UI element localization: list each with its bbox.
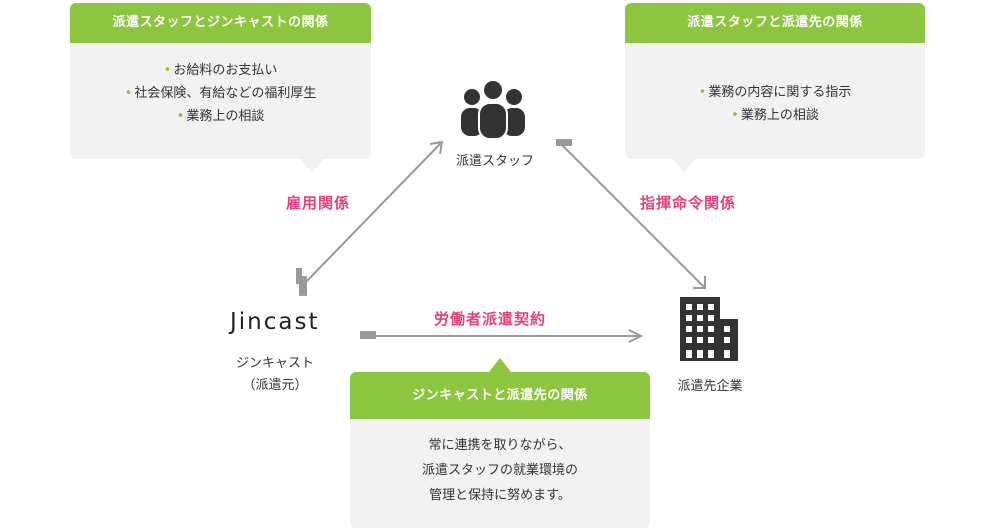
list-item: •業務上の相談: [731, 108, 819, 123]
bullet-icon: •: [731, 108, 739, 123]
bullet-icon: •: [698, 85, 707, 100]
card-text-line: 派遣スタッフの就業環境の: [421, 463, 578, 478]
card-title: 派遣スタッフとジンキャストの関係: [70, 3, 371, 43]
employment-arrow-stub: [296, 268, 302, 284]
employment-arrow: [299, 140, 444, 296]
list-item: •業務の内容に関する指示: [698, 85, 852, 100]
card-text-line: 管理と保持に努めます。: [429, 488, 571, 503]
card-staff-jincast: 派遣スタッフとジンキャストの関係 •お給料のお支払い •社会保険、有給などの福利…: [70, 3, 371, 173]
relation-contract: 労働者派遣契約: [434, 310, 547, 328]
card-pointer: [673, 159, 695, 173]
relation-employment: 雇用関係: [286, 194, 351, 212]
node-label: 派遣先企業: [677, 379, 743, 394]
card-title: ジンキャストと派遣先の関係: [350, 372, 650, 419]
bullet-icon: •: [163, 63, 172, 78]
card-pointer: [301, 159, 323, 173]
jincast-label: ジンキャスト: [235, 356, 314, 371]
jincast-logo: Jincast: [230, 309, 320, 335]
card-staff-client: 派遣スタッフと派遣先の関係 •業務の内容に関する指示 •業務上の相談: [625, 3, 925, 173]
card-body: 常に連携を取りながら、 派遣スタッフの就業環境の 管理と保持に努めます。: [350, 419, 650, 508]
node-label: 派遣スタッフ: [455, 154, 534, 169]
list-item: •お給料のお支払い: [163, 63, 278, 78]
card-body: •お給料のお支払い •社会保険、有給などの福利厚生 •業務上の相談: [70, 43, 371, 128]
list-item: •社会保険、有給などの福利厚生: [124, 86, 317, 101]
list-item: •業務上の相談: [176, 109, 265, 124]
card-body: •業務の内容に関する指示 •業務上の相談: [625, 43, 925, 127]
office-building-icon: [680, 297, 738, 361]
card-title: 派遣スタッフと派遣先の関係: [625, 3, 925, 43]
card-text-line: 常に連携を取りながら、: [428, 438, 572, 453]
jincast-sublabel: （派遣元）: [242, 378, 308, 393]
contract-arrow: [360, 329, 644, 343]
card-jincast-client: ジンキャストと派遣先の関係 常に連携を取りながら、 派遣スタッフの就業環境の 管…: [350, 358, 650, 528]
command-arrow: [556, 139, 706, 289]
bullet-icon: •: [176, 109, 185, 124]
relation-command: 指揮命令関係: [640, 194, 737, 212]
node-client: 派遣先企業: [660, 295, 770, 395]
node-staff: 派遣スタッフ: [440, 74, 560, 174]
card-pointer: [489, 358, 511, 372]
people-group-icon: [461, 79, 525, 140]
bullet-icon: •: [124, 86, 133, 101]
